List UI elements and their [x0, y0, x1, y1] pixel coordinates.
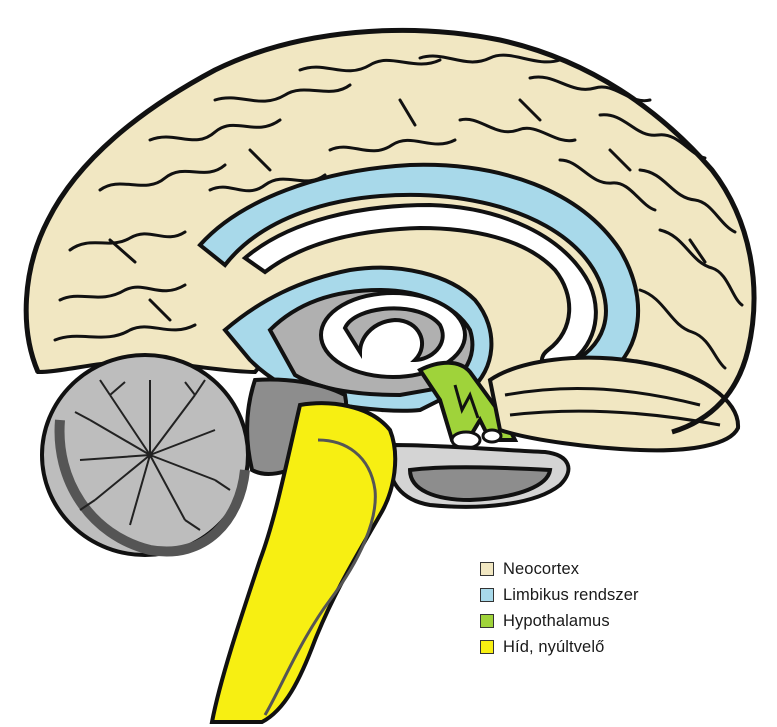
legend-label-neocortex: Neocortex: [503, 559, 580, 578]
legend-item-brainstem: Híd, nyúltvelő: [480, 634, 639, 660]
mammillary-body: [481, 428, 503, 444]
cerebellum-rim: [54, 419, 250, 557]
arbor-vitae: [74, 379, 231, 531]
swatch-hypothalamus: [480, 614, 494, 628]
temporal-sulci: [504, 386, 721, 427]
legend-label-limbic: Limbikus rendszer: [503, 585, 639, 604]
legend-item-hypothalamus: Hypothalamus: [480, 608, 639, 634]
legend-label-brainstem: Híd, nyúltvelő: [503, 637, 605, 656]
swatch-limbic: [480, 588, 494, 602]
swatch-brainstem: [480, 640, 494, 654]
brainstem: [209, 401, 398, 724]
legend-item-limbic: Limbikus rendszer: [480, 582, 639, 608]
cerebrum-outline: [23, 27, 757, 435]
inner-arc: [342, 306, 445, 363]
brainstem-line: [263, 438, 377, 716]
legend: Neocortex Limbikus rendszer Hypothalamus…: [480, 556, 639, 660]
hypothalamus-detail: [453, 384, 480, 419]
swatch-neocortex: [480, 562, 494, 576]
legend-label-hypothalamus: Hypothalamus: [503, 611, 610, 630]
midbrain-base-dark: [407, 465, 553, 503]
temporal-lobe: [487, 355, 741, 453]
legend-item-neocortex: Neocortex: [480, 556, 639, 582]
